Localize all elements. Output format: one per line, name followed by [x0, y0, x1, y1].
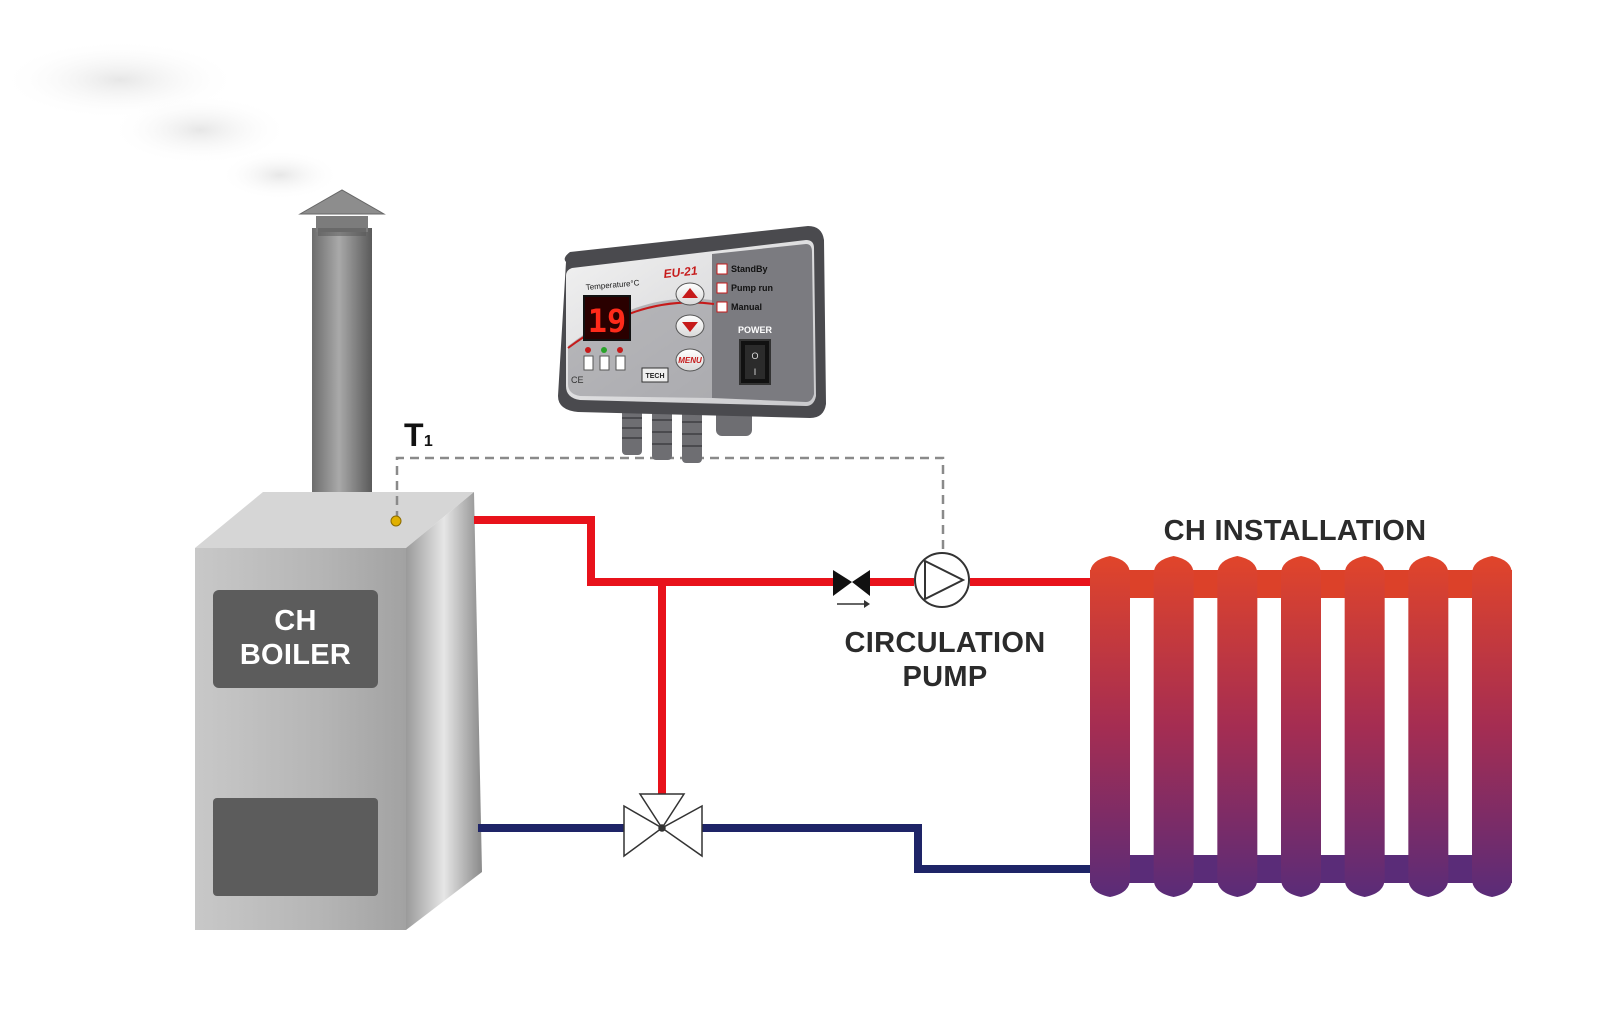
radiator-section [1217, 556, 1258, 897]
chimney-smoke [0, 40, 340, 200]
sensor-label: T1 [404, 416, 433, 461]
radiator-section [1153, 556, 1194, 897]
controller-brand: EU-21 [663, 263, 699, 281]
check-valve [833, 570, 870, 608]
supply-pipes [474, 516, 1095, 800]
mixing-valve [623, 793, 703, 858]
radiator-section [1408, 556, 1449, 897]
manual-label: Manual [731, 302, 762, 312]
radiator-section [1472, 556, 1512, 897]
radiator-gap [1258, 598, 1280, 855]
radiator-gap [1449, 598, 1471, 855]
ce-mark: CE [571, 375, 584, 385]
pump-run-label: Pump run [731, 283, 773, 293]
display-value: 19 [588, 302, 627, 340]
pump-label-line2: PUMP [902, 661, 988, 693]
standby-label: StandBy [731, 264, 768, 274]
radiator-gap [1322, 598, 1344, 855]
boiler-label-line1: CH [274, 605, 317, 637]
return-pipes [478, 824, 1095, 873]
pump-label: CIRCULATION PUMP [830, 626, 1060, 694]
eu21-controller [558, 226, 826, 463]
radiator-gap [1194, 598, 1217, 855]
boiler-label: CH BOILER [213, 604, 378, 672]
switch-on-mark: I [754, 367, 757, 377]
power-label: POWER [738, 325, 773, 335]
sensor-label-subscript: 1 [423, 433, 434, 450]
switch-off-mark: O [751, 351, 758, 361]
radiator-section [1090, 556, 1130, 897]
pump-label-line1: CIRCULATION [844, 627, 1046, 659]
circulation-pump [914, 552, 970, 608]
cable-glands [622, 405, 752, 463]
radiator-gap [1385, 598, 1408, 855]
radiator-section [1281, 556, 1321, 897]
menu-button[interactable]: MENU [678, 356, 702, 365]
boiler-body [195, 492, 482, 930]
sensor-wire [395, 456, 945, 552]
sensor-label-letter: T [404, 417, 424, 453]
radiator-gap [1131, 598, 1153, 855]
radiator-label: CH INSTALLATION [1163, 515, 1427, 547]
temperature-sensor-dot [390, 515, 402, 527]
boiler-label-line2: BOILER [239, 639, 352, 671]
chimney [298, 189, 386, 520]
maker-label: TECH [645, 373, 664, 380]
radiator-section [1344, 556, 1385, 897]
radiator [1090, 556, 1512, 897]
